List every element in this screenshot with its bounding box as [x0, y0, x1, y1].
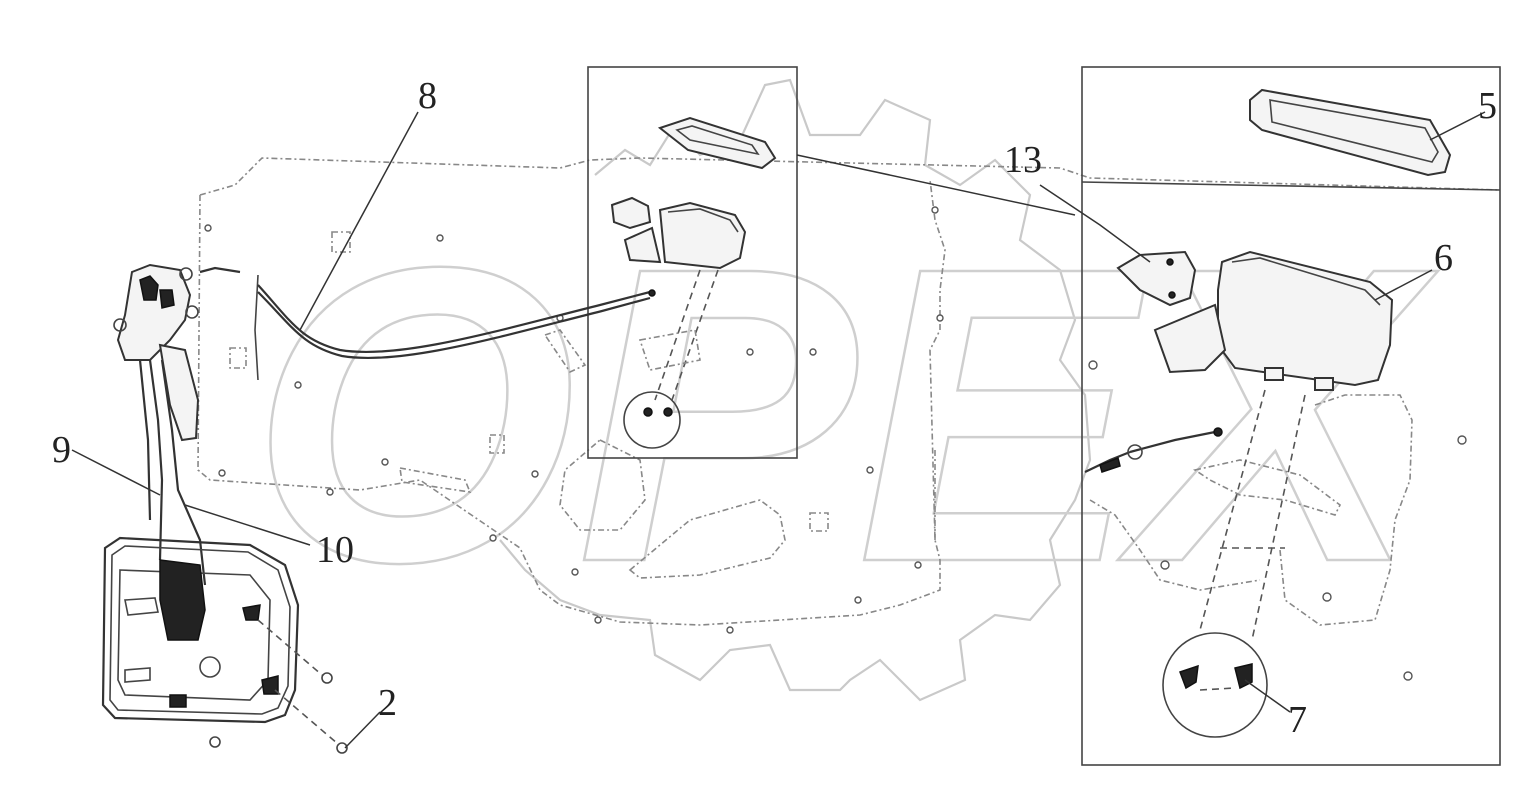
part-5-bezel [1249, 88, 1452, 177]
callout-labels: 8 13 5 6 9 10 2 7 [52, 75, 1497, 741]
leader-lines [71, 111, 1486, 749]
part-2-nuts [209, 672, 348, 754]
watermark-letters: OPEX [249, 180, 1440, 652]
detail-frame-center [543, 66, 798, 459]
watermark-gear [499, 78, 1092, 702]
callout-9: 9 [52, 429, 71, 471]
handle-frame [101, 536, 348, 754]
part-13-bracket [1116, 250, 1197, 307]
part-6-handle-housing [1153, 250, 1394, 391]
panel-holes [204, 206, 944, 634]
watermark-text: OPEX [250, 181, 1439, 650]
door-inner-panel [197, 157, 1501, 634]
callout-13: 13 [1004, 139, 1042, 181]
lock-mechanism [113, 263, 656, 586]
callout-10: 10 [316, 529, 354, 571]
callout-6: 6 [1434, 237, 1453, 279]
callout-2: 2 [378, 682, 397, 724]
callout-8: 8 [418, 75, 437, 117]
detail-frame-right [1081, 66, 1501, 766]
callout-7: 7 [1288, 699, 1307, 741]
callout-5: 5 [1478, 85, 1497, 127]
